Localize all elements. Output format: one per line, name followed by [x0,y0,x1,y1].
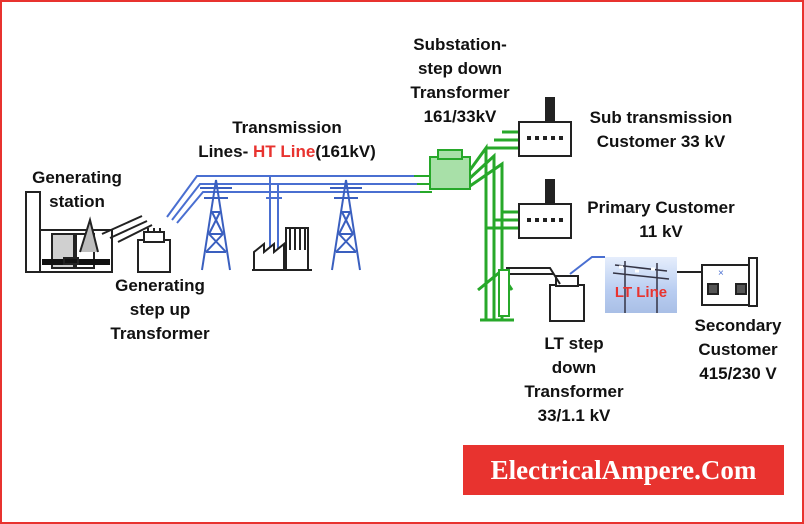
primary-customer-label: Primary Customer 11 kV [587,198,735,241]
lt-transformer-icon [498,256,605,322]
brand-banner: ElectricalAmpere.Com [463,445,784,495]
lt-step-down-transformer-label: LT step down Transformer 33/1.1 kV [524,334,624,425]
sub-transmission-customer-label: Sub transmission Customer 33 kV [589,108,733,151]
primary-customer-building-icon [518,179,572,239]
industrial-plant-icon [252,227,312,271]
lt-line-label: LT Line [614,284,668,301]
step-up-transformer-icon [101,215,171,273]
lt-line-photo: LT Line [605,257,677,313]
substation-label: Substation- step down Transformer 161/33… [410,35,510,126]
step-up-transformer-label: Generating step up Transformer [110,276,210,343]
transmission-lines-label: Transmission Lines- HT Line(161kV) [198,118,376,161]
transmission-tower-2-icon [330,179,362,271]
generating-station-label: Generating station [32,168,122,211]
lt-pole-icon [612,261,670,313]
svg-text:×: × [718,268,724,279]
secondary-customer-label: Secondary Customer 415/230 V [694,316,782,383]
transmission-tower-1-icon [200,179,232,271]
substation-transformer-icon [414,149,471,193]
secondary-customer-house-icon: × [677,257,758,307]
sub-transmission-customer-building-icon [518,97,572,157]
ht-line-highlight: HT Line [252,142,316,161]
generating-station-icon [25,191,113,273]
distribution-lines [468,130,520,322]
